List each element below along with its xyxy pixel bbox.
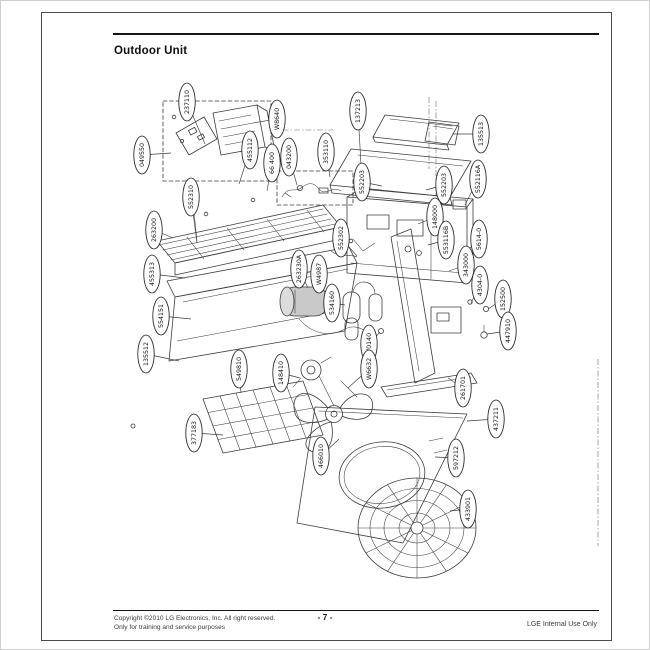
svg-text:4304-0: 4304-0 <box>477 274 484 296</box>
svg-text:263230A: 263230A <box>296 254 303 283</box>
part-label: 447910 <box>499 311 517 351</box>
header-rule <box>113 33 599 35</box>
part-label: 377183 <box>185 413 203 453</box>
fan-motor <box>292 356 358 407</box>
svg-text:377183: 377183 <box>191 421 198 445</box>
bracket-top-right <box>424 121 460 146</box>
svg-text:W8640: W8640 <box>274 108 281 130</box>
accumulator <box>342 281 384 341</box>
svg-text:552203: 552203 <box>441 173 448 197</box>
partition-plate <box>390 228 436 384</box>
part-label: 5614-0 <box>470 219 488 259</box>
svg-text:552116A: 552116A <box>475 164 482 193</box>
compressor <box>279 286 329 317</box>
part-label: 552310 <box>182 177 200 217</box>
copyright-line2: Only for training and service purposes <box>114 624 226 631</box>
svg-text:043200: 043200 <box>286 145 293 169</box>
part-label: 455112 <box>241 130 259 170</box>
svg-text:552203: 552203 <box>359 170 366 194</box>
part-label: 135512 <box>137 334 155 374</box>
svg-text:433901: 433901 <box>465 497 472 521</box>
svg-text:554151: 554151 <box>158 304 165 328</box>
footer-rule <box>113 610 599 611</box>
svg-text:455313: 455313 <box>149 262 156 286</box>
svg-text:353110: 353110 <box>323 140 330 164</box>
svg-text:553116B: 553116B <box>443 226 450 254</box>
svg-text:5614-0: 5614-0 <box>476 228 483 250</box>
svg-text:66 400: 66 400 <box>269 152 276 174</box>
part-label: 043200 <box>280 137 298 177</box>
part-label: 152500 <box>494 279 512 319</box>
fan-guard <box>357 477 477 579</box>
svg-text:437211: 437211 <box>493 407 500 431</box>
page-border <box>41 12 612 641</box>
front-panel <box>296 406 468 544</box>
part-label: 66 400 <box>263 143 281 183</box>
front-grille <box>202 380 324 454</box>
svg-text:135512: 135512 <box>143 342 150 366</box>
part-label: 433901 <box>459 489 477 529</box>
svg-text:W4987: W4987 <box>316 263 323 285</box>
svg-text:263200: 263200 <box>151 218 158 242</box>
fan-propeller <box>293 392 374 454</box>
part-label: W4987 <box>310 254 328 294</box>
svg-text:W6632: W6632 <box>366 358 373 380</box>
part-label: 353110 <box>317 132 335 172</box>
footer-copyright: Copyright ©2010 LG Electronics, Inc. All… <box>114 614 275 632</box>
part-label: 553116B <box>437 220 455 260</box>
svg-text:049550: 049550 <box>139 143 146 167</box>
part-label: 4304-0 <box>471 265 489 305</box>
part-label: 554151 <box>152 296 170 336</box>
svg-text:137213: 137213 <box>355 99 362 123</box>
part-label: W6632 <box>360 349 378 389</box>
part-label: 437211 <box>487 399 505 439</box>
part-label: 148000 <box>426 197 444 237</box>
page-number: - 7 - <box>317 612 333 622</box>
part-label: 263230A <box>290 249 308 289</box>
part-label: 597212 <box>447 438 465 478</box>
part-label: 049550 <box>133 135 151 175</box>
part-label: 455313 <box>143 254 161 294</box>
part-label: 466010 <box>312 436 330 476</box>
part-label: 552116A <box>469 159 487 199</box>
svg-text:534160: 534160 <box>329 291 336 315</box>
copyright-line1: Copyright ©2010 LG Electronics, Inc. All… <box>114 615 276 622</box>
svg-text:135513: 135513 <box>478 122 485 146</box>
part-label: 552203 <box>435 165 453 205</box>
svg-text:152500: 152500 <box>500 287 507 311</box>
svg-text:148410: 148410 <box>278 361 285 385</box>
part-label: W8640 <box>268 99 286 139</box>
right-side-parts <box>430 299 489 339</box>
svg-text:237110: 237110 <box>184 90 191 114</box>
part-label: 237110 <box>178 82 196 122</box>
svg-text:549810: 549810 <box>236 357 243 381</box>
part-label: 261701 <box>454 368 472 408</box>
svg-text:552310: 552310 <box>188 185 195 209</box>
part-label: 552302 <box>332 218 350 258</box>
svg-text:455112: 455112 <box>247 138 254 162</box>
svg-text:597212: 597212 <box>453 446 460 470</box>
part-label: 263200 <box>145 210 163 250</box>
top-cover-small <box>372 114 460 151</box>
tubing-assembly <box>276 170 354 206</box>
svg-text:W0140: W0140 <box>366 333 373 355</box>
page-title: Outdoor Unit <box>114 45 188 57</box>
part-label: 343000 <box>457 245 475 285</box>
footer-internal-use: LGE Internal Use Only <box>526 621 597 628</box>
part-label: 534160 <box>323 283 341 323</box>
misc-screws <box>130 197 354 429</box>
part-label: 552203 <box>353 162 371 202</box>
part-label: 549810 <box>230 349 248 389</box>
svg-text:447910: 447910 <box>505 319 512 343</box>
svg-text:466010: 466010 <box>318 444 325 468</box>
part-label: 148410 <box>272 353 290 393</box>
part-label: 137213 <box>349 91 367 131</box>
svg-text:552302: 552302 <box>338 226 345 250</box>
svg-text:148000: 148000 <box>432 205 439 229</box>
svg-text:261701: 261701 <box>460 376 467 400</box>
svg-text:343000: 343000 <box>463 253 470 277</box>
part-label: 135513 <box>472 114 490 154</box>
